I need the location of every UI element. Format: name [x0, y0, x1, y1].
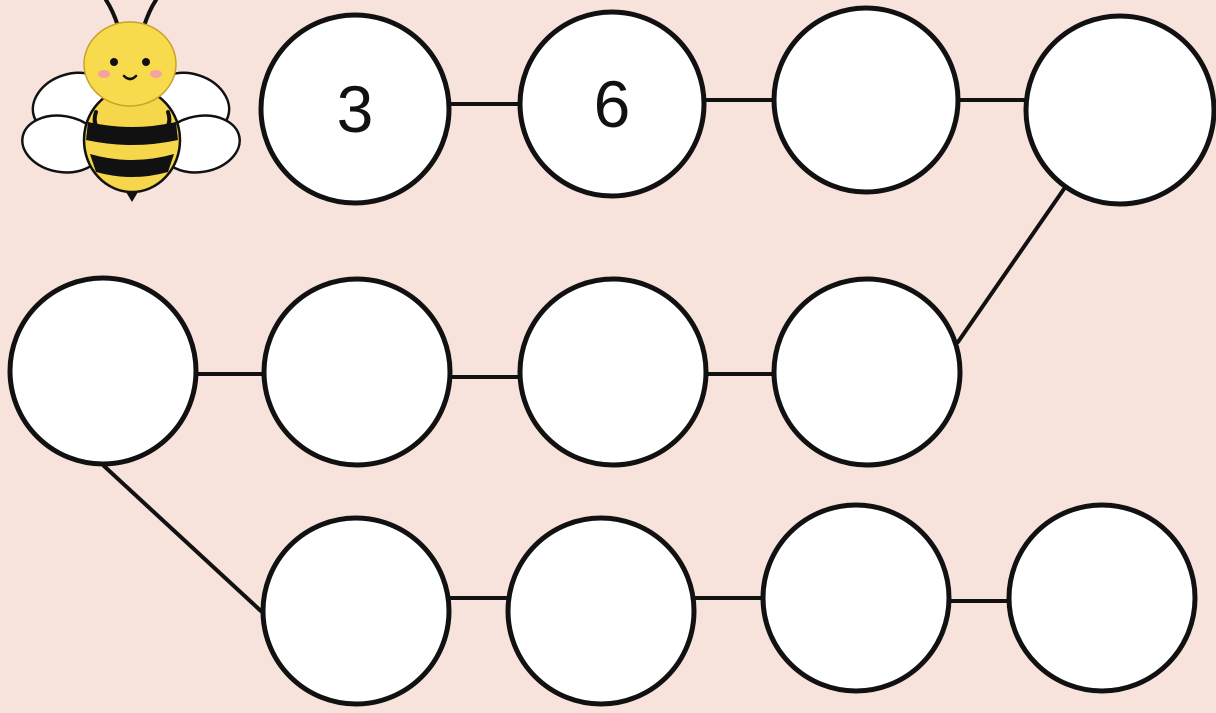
circle-number: 3	[337, 72, 374, 146]
number-circle-5[interactable]	[771, 276, 963, 468]
connector-line	[102, 464, 264, 614]
number-circle-10[interactable]	[505, 515, 697, 707]
path-connectors	[102, 98, 1068, 614]
circle-number: 6	[594, 67, 631, 141]
number-circle-7[interactable]	[261, 276, 453, 468]
number-circle-12[interactable]	[1006, 502, 1198, 694]
number-circle-2[interactable]: 6	[517, 9, 707, 199]
number-circle-6[interactable]	[517, 276, 709, 468]
number-circle-8[interactable]	[7, 275, 199, 467]
number-circle-9[interactable]	[260, 515, 452, 707]
connector-line	[956, 184, 1068, 344]
number-circle-11[interactable]	[760, 502, 952, 694]
number-circle-3[interactable]	[771, 5, 961, 195]
bee-icon	[21, 0, 241, 202]
number-circle-1[interactable]: 3	[258, 12, 452, 206]
number-circle-4[interactable]	[1023, 13, 1216, 207]
